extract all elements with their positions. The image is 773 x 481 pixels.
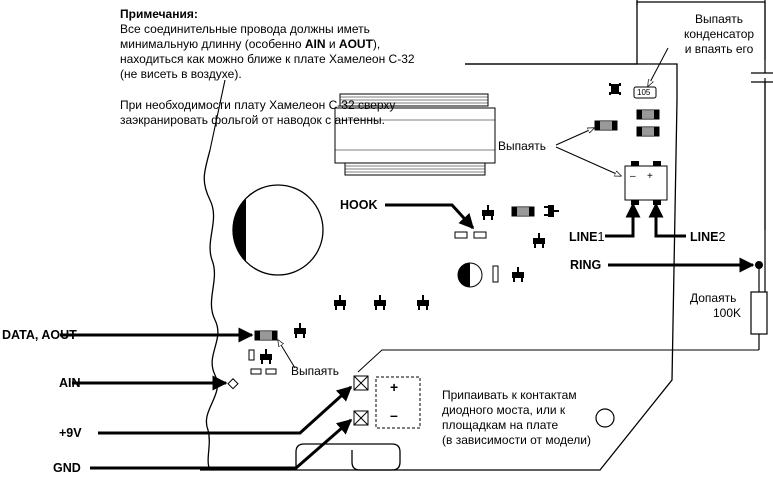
notes-title: Примечания:: [120, 7, 198, 21]
plus9v-label: +9V: [59, 426, 82, 440]
power-pads: [353, 375, 421, 429]
line1-label: LINE1: [569, 230, 605, 244]
resistor-100k: [750, 291, 768, 335]
solder-note-3: площадкам на плате: [442, 418, 559, 432]
notes-line-3: находиться как можно ближе к плате Хамел…: [120, 52, 415, 66]
mount-hole: [595, 408, 615, 428]
line2-label: LINE2: [690, 230, 726, 244]
hook-label: HOOK: [340, 198, 378, 212]
data-aout-label: DATA, AOUT: [2, 328, 77, 342]
bold-arrows: [60, 202, 755, 470]
capacitor-note-2: конденсатор: [683, 27, 755, 41]
gnd-loop: [295, 443, 401, 471]
small-round-component: [457, 262, 499, 288]
notes-line-2: минимальную длинну (особенно AIN и AOUT)…: [120, 37, 381, 51]
notes-line-4: (не висеть в воздухе).: [120, 67, 242, 81]
notes-line-6: заэкранировать фольгой от наводок с анте…: [120, 113, 386, 127]
capacitor-105: [633, 86, 657, 99]
resistor-note-2: 100K: [713, 306, 742, 320]
plus-mark: +: [390, 379, 399, 395]
gnd-label: GND: [53, 461, 81, 475]
board-cut-edge: [203, 149, 219, 471]
ain-pad: [227, 378, 239, 390]
resistor-wire: [357, 349, 759, 373]
solder-note-2: диодного моста, или к: [442, 403, 566, 417]
notes-pointer: [209, 79, 226, 151]
minus-mark: –: [390, 407, 398, 423]
notes-line-1: Все соединительные провода должны иметь: [120, 22, 370, 36]
capacitor-wire: [465, 0, 638, 65]
solder-note-4: (в зависимости от модели): [442, 433, 591, 447]
thin-arrows: [278, 47, 669, 369]
bridge-plus: +: [647, 171, 653, 182]
connector-block: [334, 93, 496, 176]
desolder-label-top: Выпаять: [498, 139, 547, 153]
resistors: [254, 109, 660, 341]
resistor-note-1: Допаять: [690, 291, 737, 305]
ring-junction: [755, 261, 763, 269]
ain-label: AIN: [59, 376, 81, 390]
board-outline: [200, 63, 678, 471]
notes-line-5: При необходимости плату Хамелеон С-32 св…: [120, 98, 396, 112]
capacitor-note-1: Выпаять: [694, 12, 744, 26]
desolder-label-mid: Выпаять: [291, 364, 340, 378]
round-component: [232, 184, 324, 276]
transistor-row: [260, 83, 621, 364]
capacitor-note-3: и впаять его: [684, 42, 754, 56]
ring-label: RING: [570, 258, 602, 272]
solder-note-1: Припаивать к контактам: [442, 388, 577, 402]
diode-bridge: [624, 161, 668, 205]
pads: [248, 231, 487, 375]
bridge-minus: –: [630, 171, 636, 182]
capacitor-code: 105: [637, 88, 651, 97]
